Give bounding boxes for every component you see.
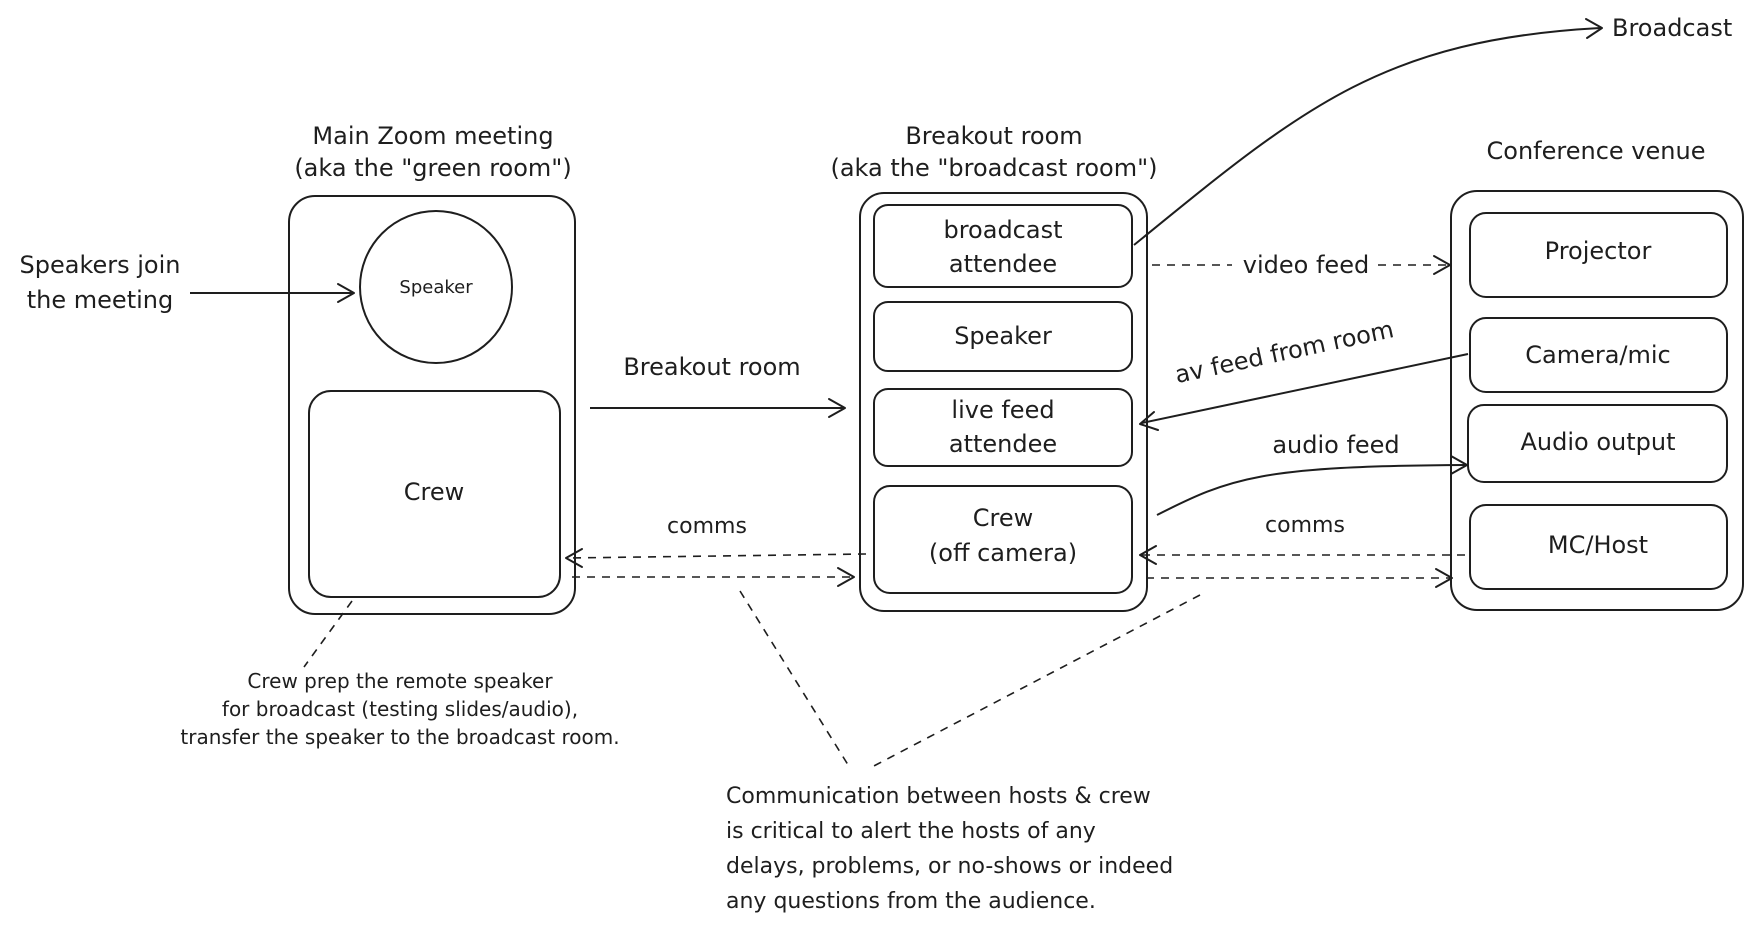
speakers-join-label-line2: the meeting: [27, 286, 173, 314]
broadcast-arrow: [1133, 27, 1601, 246]
video-feed-arrowhead: [1433, 255, 1451, 275]
mc-host-box: [1469, 504, 1728, 590]
av-feed-label: av feed from room: [1172, 315, 1396, 389]
comm-note-line2: is critical to alert the hosts of any: [726, 819, 1096, 844]
audio-feed-arrowhead: [1450, 455, 1468, 475]
audio-feed-label: audio feed: [1272, 431, 1399, 459]
comms-left-label: comms: [667, 514, 747, 539]
main-zoom-speaker-circle: [359, 210, 513, 364]
comms-left-arrowhead-back: [565, 548, 583, 568]
crew-prep-note-line3: transfer the speaker to the broadcast ro…: [180, 725, 619, 749]
comms-left-arrow-back: [567, 553, 867, 559]
breakout-crew-box: [873, 485, 1133, 594]
audio-feed-arrow: [1156, 464, 1466, 516]
crew-prep-connector: [303, 600, 353, 668]
speakers-join-label-line1: Speakers join: [20, 251, 181, 279]
av-feed-arrowhead: [1139, 411, 1159, 431]
comm-note-connector-right: [869, 594, 1201, 769]
breakout-crew-label-line2: (off camera): [929, 539, 1077, 567]
mc-host-label: MC/Host: [1548, 531, 1648, 559]
breakout-container: [859, 192, 1148, 612]
comm-note-line1: Communication between hosts & crew: [726, 784, 1151, 809]
comms-right-arrowhead-back: [1139, 545, 1157, 565]
main-zoom-crew-label: Crew: [404, 478, 465, 506]
breakout-title: Breakout room: [905, 122, 1082, 150]
live-feed-attendee-label-line1: live feed: [951, 396, 1054, 424]
camera-mic-box: [1469, 317, 1728, 393]
comm-note-line3: delays, problems, or no-shows or indeed: [726, 854, 1173, 879]
breakout-crew-label-line1: Crew: [973, 504, 1034, 532]
audio-output-box: [1467, 404, 1728, 483]
live-feed-attendee-label-line2: attendee: [949, 430, 1057, 458]
comm-note-line4: any questions from the audience.: [726, 889, 1096, 914]
comms-right-label: comms: [1265, 513, 1345, 538]
main-zoom-crew-box: [308, 390, 561, 598]
broadcast-label: Broadcast: [1612, 14, 1732, 42]
venue-container: [1450, 190, 1744, 611]
projector-box: [1469, 212, 1728, 298]
main-zoom-container: [288, 195, 576, 615]
comms-left-arrowhead-forward: [837, 567, 855, 587]
broadcast-attendee-label-line1: broadcast: [943, 216, 1062, 244]
breakout-speaker-box: [873, 301, 1133, 372]
camera-mic-label: Camera/mic: [1525, 341, 1671, 369]
broadcast-attendee-label-line2: attendee: [949, 250, 1057, 278]
breakout-room-arrowhead: [828, 398, 846, 418]
comm-note-connector-left: [739, 590, 851, 769]
venue-title: Conference venue: [1487, 137, 1706, 165]
crew-prep-note-line1: Crew prep the remote speaker: [247, 669, 553, 693]
video-feed-label: video feed: [1243, 251, 1369, 279]
crew-prep-note-line2: for broadcast (testing slides/audio),: [222, 697, 578, 721]
comms-right-arrowhead-forward: [1435, 568, 1453, 588]
breakout-room-arrow-label: Breakout room: [623, 353, 800, 381]
broadcast-arrowhead: [1585, 18, 1603, 39]
av-feed-arrow: [1141, 353, 1469, 424]
breakout-subtitle: (aka the "broadcast room"): [830, 154, 1157, 182]
main-zoom-title: Main Zoom meeting: [312, 122, 553, 150]
projector-label: Projector: [1545, 237, 1652, 265]
live-feed-attendee-box: [873, 388, 1133, 467]
breakout-speaker-label: Speaker: [954, 322, 1052, 350]
main-zoom-subtitle: (aka the "green room"): [294, 154, 571, 182]
audio-output-label: Audio output: [1520, 428, 1675, 456]
main-zoom-speaker-label: Speaker: [399, 277, 473, 298]
broadcast-attendee-box: [873, 204, 1133, 288]
speakers-join-arrowhead: [337, 283, 355, 303]
